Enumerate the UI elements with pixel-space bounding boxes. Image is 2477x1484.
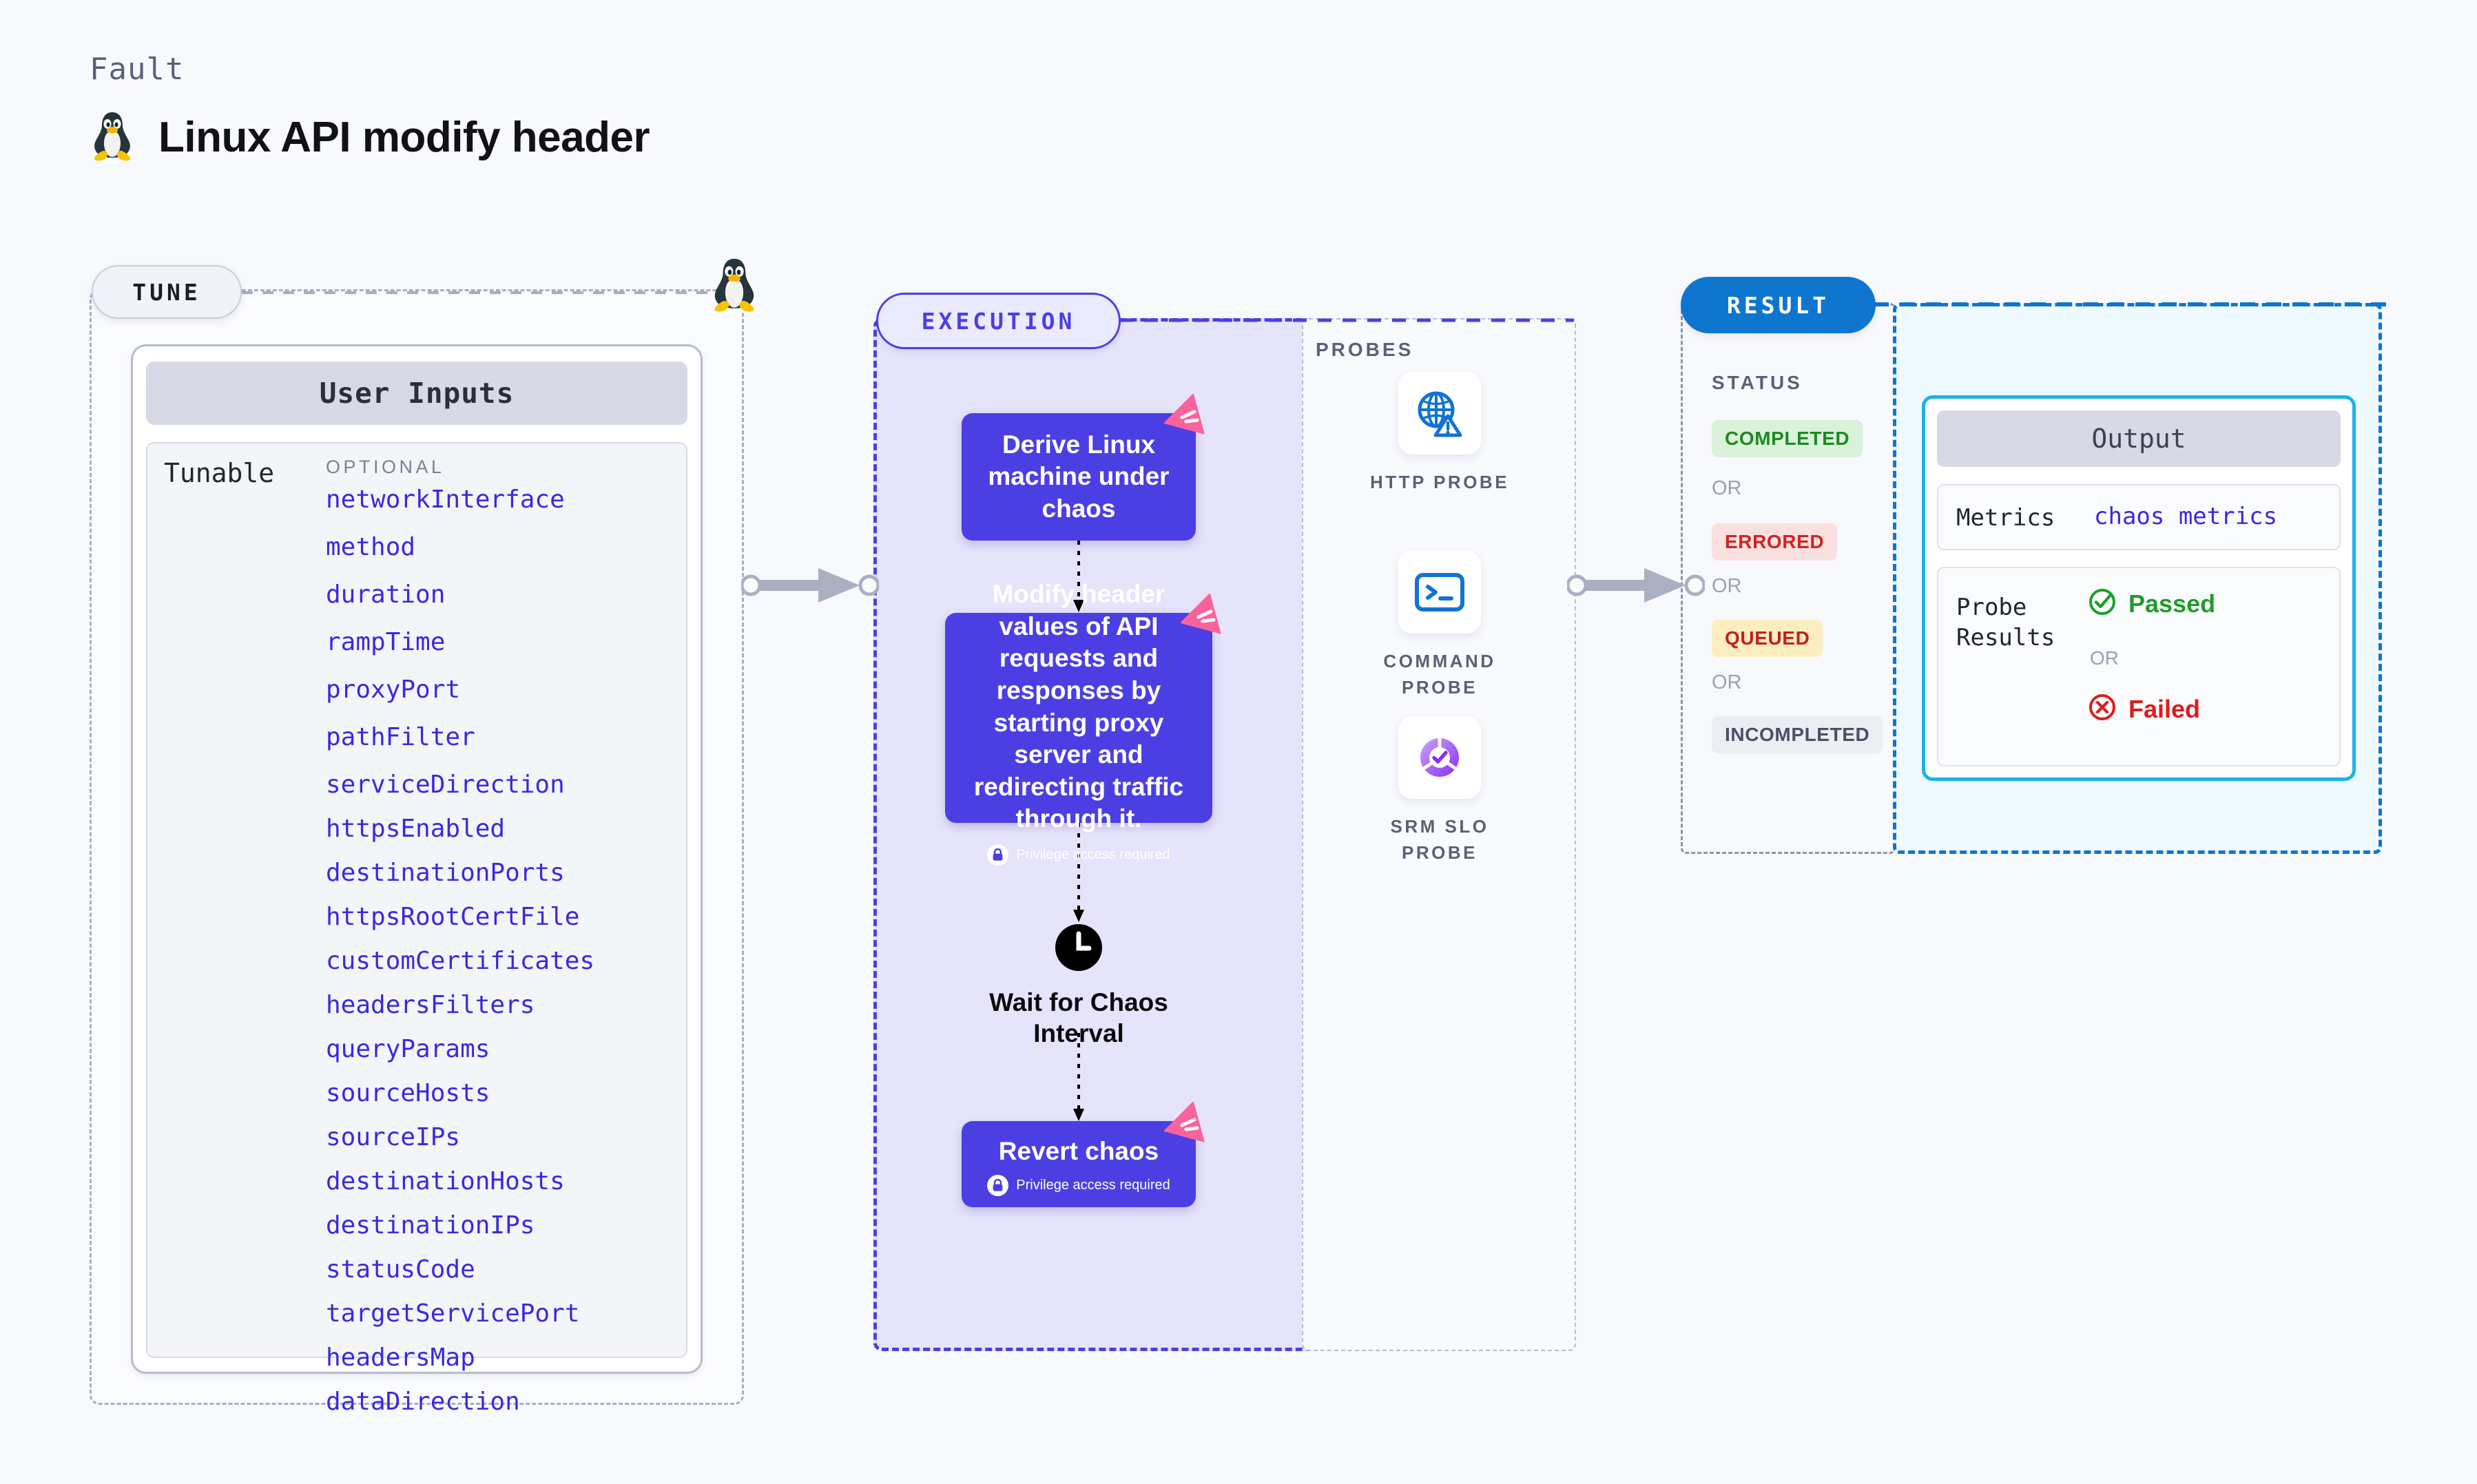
param-item[interactable]: duration bbox=[326, 581, 446, 609]
param-item[interactable]: networkInterface bbox=[326, 485, 565, 514]
slo-donut-check-icon bbox=[1398, 716, 1481, 799]
globe-warning-icon bbox=[1398, 372, 1481, 454]
execution-tag: EXECUTION bbox=[876, 293, 1121, 349]
connector-execution-to-result bbox=[1567, 568, 1705, 603]
probe-result-passed: Passed bbox=[2087, 587, 2215, 620]
privilege-badge: Privilege access required bbox=[987, 1174, 1170, 1196]
chaos-ribbon-icon bbox=[1181, 594, 1221, 634]
status-badge-errored: ERRORED bbox=[1712, 523, 1838, 561]
probe-command[interactable]: COMMAND PROBE bbox=[1350, 551, 1529, 700]
output-metrics-row bbox=[1937, 484, 2341, 550]
node-wait-for-chaos-interval[interactable]: Wait for Chaos Interval bbox=[962, 923, 1196, 1049]
or-separator: OR bbox=[2090, 647, 2119, 669]
linux-tux-icon bbox=[90, 110, 135, 164]
output-title: Output bbox=[1937, 410, 2341, 467]
or-separator: OR bbox=[1712, 575, 1742, 597]
page-eyebrow: Fault bbox=[90, 52, 185, 87]
param-item[interactable]: targetServicePort bbox=[326, 1299, 580, 1328]
node-revert-chaos[interactable]: Revert chaos Privilege access required bbox=[962, 1102, 1205, 1207]
param-item[interactable]: headersMap bbox=[326, 1344, 475, 1372]
connector-tune-to-execution bbox=[741, 568, 879, 603]
chaos-ribbon-icon bbox=[1164, 1102, 1205, 1142]
tune-tag: TUNE bbox=[92, 265, 242, 319]
param-item[interactable]: destinationHosts bbox=[326, 1167, 565, 1195]
page-title: Linux API modify header bbox=[158, 113, 650, 161]
param-item[interactable]: queryParams bbox=[326, 1035, 490, 1063]
flow-arrow bbox=[1073, 823, 1084, 922]
param-item[interactable]: proxyPort bbox=[326, 676, 461, 704]
result-tag-dashed-line bbox=[1874, 302, 2397, 306]
x-circle-icon bbox=[2087, 692, 2117, 726]
param-item[interactable]: rampTime bbox=[326, 628, 446, 656]
node-modify-header-values[interactable]: Modify header values of API requests and… bbox=[945, 580, 1221, 866]
tunable-group-label: Tunable bbox=[164, 458, 275, 488]
probe-http[interactable]: HTTP PROBE bbox=[1350, 372, 1529, 496]
param-item[interactable]: httpsEnabled bbox=[326, 815, 506, 843]
execution-tag-dashed-line bbox=[1119, 318, 1574, 322]
lock-icon bbox=[987, 844, 1009, 866]
tune-linux-tux-icon bbox=[709, 256, 759, 319]
lock-icon bbox=[987, 1174, 1009, 1196]
privilege-badge: Privilege access required bbox=[987, 844, 1170, 866]
chaos-ribbon-icon bbox=[1164, 394, 1205, 435]
param-item[interactable]: customCertificates bbox=[326, 947, 595, 975]
node-label: Derive Linux machine under chaos bbox=[988, 430, 1170, 523]
probe-result-failed: Failed bbox=[2087, 692, 2200, 726]
param-item[interactable]: sourceIPs bbox=[326, 1123, 461, 1151]
user-inputs-title: User Inputs bbox=[146, 362, 687, 425]
status-badge-queued: QUEUED bbox=[1712, 620, 1823, 657]
param-item[interactable]: httpsRootCertFile bbox=[326, 903, 580, 931]
param-item[interactable]: destinationIPs bbox=[326, 1211, 535, 1240]
param-item[interactable]: method bbox=[326, 533, 416, 561]
privilege-text: Privilege access required bbox=[1016, 1177, 1170, 1193]
param-item[interactable]: sourceHosts bbox=[326, 1079, 490, 1107]
privilege-text: Privilege access required bbox=[1016, 846, 1170, 862]
tune-tag-dashed-line bbox=[242, 291, 724, 294]
node-label: Revert chaos bbox=[998, 1136, 1159, 1165]
or-separator: OR bbox=[1712, 671, 1742, 693]
probe-label: HTTP PROBE bbox=[1369, 472, 1510, 492]
param-item[interactable]: pathFilter bbox=[326, 723, 475, 751]
metrics-value[interactable]: chaos metrics bbox=[2094, 503, 2278, 530]
param-item[interactable]: destinationPorts bbox=[326, 859, 565, 887]
or-separator: OR bbox=[1712, 477, 1742, 499]
node-derive-linux-machine[interactable]: Derive Linux machine under chaos bbox=[962, 394, 1205, 541]
status-title: STATUS bbox=[1712, 372, 1803, 393]
output-probe-results-row bbox=[1937, 567, 2341, 766]
probe-label: COMMAND PROBE bbox=[1383, 651, 1496, 698]
status-badge-completed: COMPLETED bbox=[1712, 420, 1863, 457]
node-label: Modify header values of API requests and… bbox=[973, 580, 1184, 833]
failed-label: Failed bbox=[2128, 694, 2201, 723]
probe-label: SRM SLO PROBE bbox=[1390, 816, 1489, 863]
node-label: Wait for Chaos Interval bbox=[989, 988, 1168, 1048]
flow-arrow bbox=[1073, 541, 1084, 612]
flow-arrow bbox=[1073, 1033, 1084, 1121]
result-tag: RESULT bbox=[1681, 277, 1876, 333]
tunable-param-list: networkInterface method duration rampTim… bbox=[326, 485, 684, 1416]
metrics-key: Metrics bbox=[1956, 504, 2055, 532]
probes-region bbox=[1302, 318, 1576, 1351]
param-item[interactable]: headersFilters bbox=[326, 991, 535, 1019]
passed-label: Passed bbox=[2128, 589, 2216, 618]
terminal-icon bbox=[1398, 551, 1481, 634]
user-inputs-body bbox=[146, 442, 687, 1358]
probe-results-key: Probe Results bbox=[1956, 592, 2055, 653]
clock-icon bbox=[1054, 923, 1103, 976]
optional-label: OPTIONAL bbox=[326, 457, 445, 477]
probe-results-key-text: Probe Results bbox=[1956, 594, 2055, 652]
status-badge-incompleted: INCOMPLETED bbox=[1712, 716, 1883, 753]
param-item[interactable]: dataDirection bbox=[326, 1388, 520, 1416]
param-item[interactable]: serviceDirection bbox=[326, 771, 565, 799]
probes-title: PROBES bbox=[1316, 339, 1414, 360]
page-title-row: Linux API modify header bbox=[90, 110, 650, 164]
probe-srm-slo[interactable]: SRM SLO PROBE bbox=[1350, 716, 1529, 866]
param-item[interactable]: statusCode bbox=[326, 1255, 475, 1284]
check-circle-icon bbox=[2087, 587, 2117, 620]
